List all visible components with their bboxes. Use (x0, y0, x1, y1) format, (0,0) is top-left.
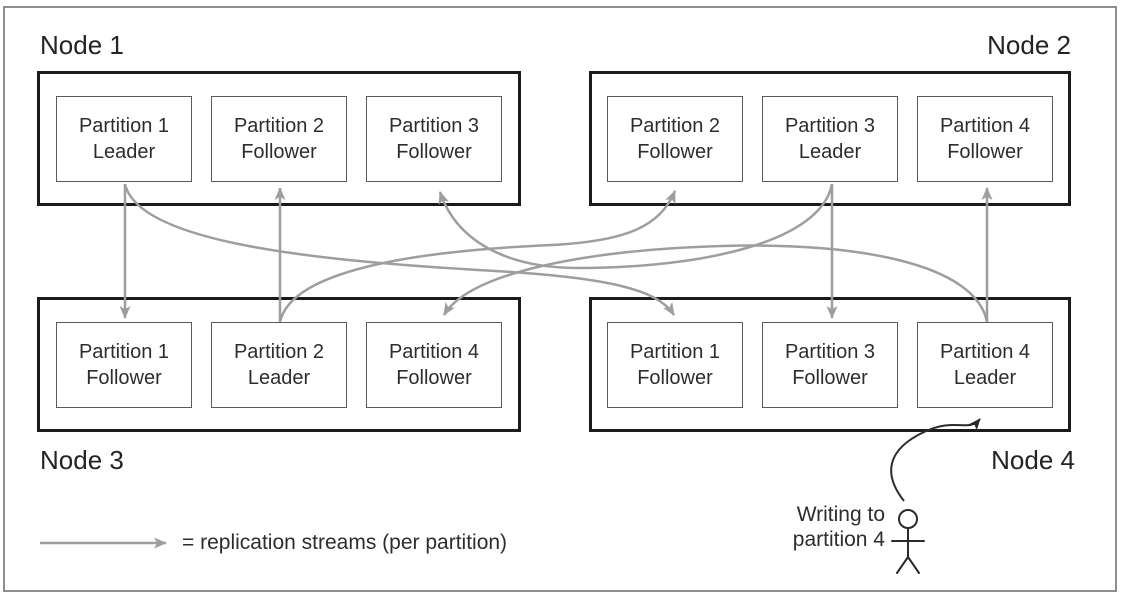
partition-3-follower-node1: Partition 3 Follower (366, 95, 502, 182)
node-1-label: Node 1 (40, 30, 124, 60)
partition-2-follower-node2: Partition 2 Follower (607, 95, 743, 182)
partition-3-follower-node4: Partition 3 Follower (762, 321, 898, 408)
partition-name: Partition 2 (629, 114, 721, 137)
partition-role: Follower (637, 366, 713, 389)
partition-role: Leader (92, 140, 156, 163)
node-1-box: Partition 1 Leader Partition 2 Follower … (37, 71, 521, 206)
node-4-box: Partition 1 Follower Partition 3 Followe… (589, 297, 1071, 432)
partition-name: Partition 3 (784, 114, 876, 137)
partition-role: Follower (637, 140, 713, 163)
partition-role: Follower (86, 366, 162, 389)
node-2-label: Node 2 (987, 30, 1071, 60)
partition-3-leader-node2: Partition 3 Leader (762, 95, 898, 182)
partition-name: Partition 1 (78, 114, 170, 137)
partition-2-follower-node1: Partition 2 Follower (211, 95, 347, 182)
node-4-label: Node 4 (991, 445, 1075, 475)
partition-role: Follower (792, 366, 868, 389)
node-2-box: Partition 2 Follower Partition 3 Leader … (589, 71, 1071, 206)
partition-role: Follower (947, 140, 1023, 163)
partition-role: Leader (247, 366, 311, 389)
partition-2-leader-node3: Partition 2 Leader (211, 321, 347, 408)
partition-name: Partition 2 (233, 114, 325, 137)
partition-4-follower-node2: Partition 4 Follower (917, 95, 1053, 182)
partition-1-leader-node1: Partition 1 Leader (56, 95, 192, 182)
writing-annotation: Writing to partition 4 (660, 502, 885, 552)
partition-name: Partition 3 (784, 340, 876, 363)
partition-1-follower-node4: Partition 1 Follower (607, 321, 743, 408)
node-3-box: Partition 1 Follower Partition 2 Leader … (37, 297, 521, 432)
partition-4-follower-node3: Partition 4 Follower (366, 321, 502, 408)
partition-name: Partition 4 (939, 114, 1031, 137)
partition-role: Leader (798, 140, 862, 163)
partition-name: Partition 3 (388, 114, 480, 137)
legend-label: = replication streams (per partition) (182, 531, 508, 554)
partition-name: Partition 4 (939, 340, 1031, 363)
node-3-label: Node 3 (40, 445, 124, 475)
partition-role: Follower (396, 366, 472, 389)
partition-role: Follower (396, 140, 472, 163)
writing-annotation-line1: Writing to (796, 503, 885, 526)
partition-1-follower-node3: Partition 1 Follower (56, 321, 192, 408)
partition-4-leader-node4: Partition 4 Leader (917, 321, 1053, 408)
writing-annotation-line2: partition 4 (792, 528, 885, 551)
partition-name: Partition 1 (78, 340, 170, 363)
partition-name: Partition 1 (629, 340, 721, 363)
partition-name: Partition 2 (233, 340, 325, 363)
partition-role: Follower (241, 140, 317, 163)
partition-name: Partition 4 (388, 340, 480, 363)
partition-role: Leader (953, 366, 1017, 389)
